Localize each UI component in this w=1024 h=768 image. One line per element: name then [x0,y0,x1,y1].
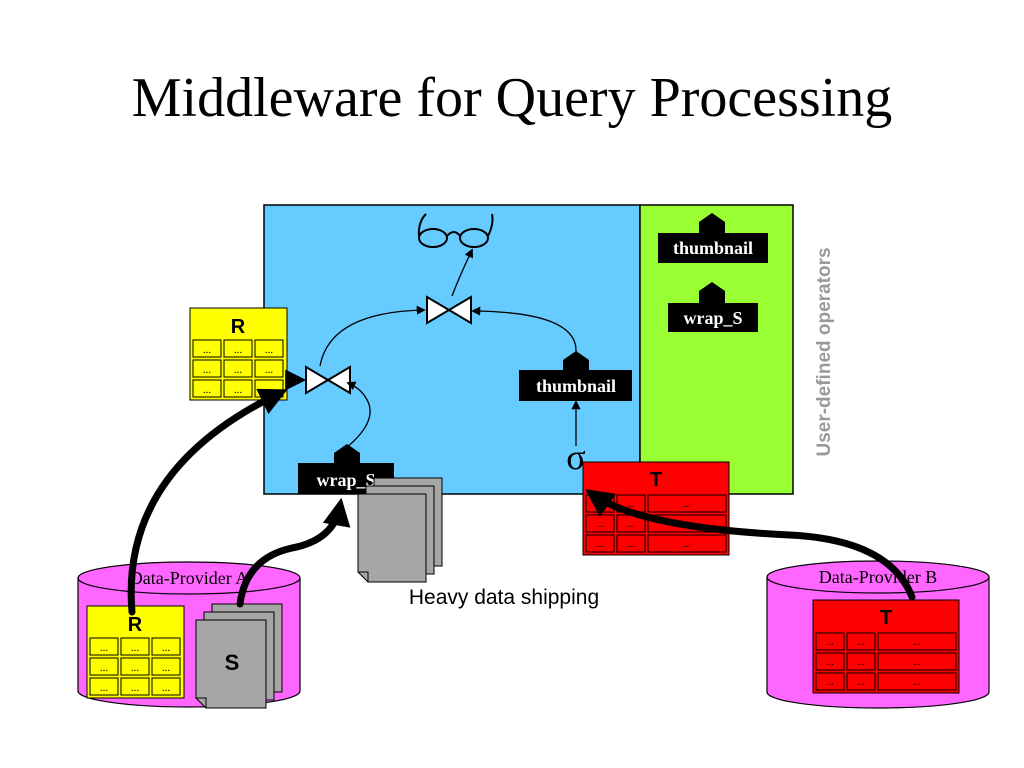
shipped-table-t: T ... ... ... ... ... ... ... ... ... [582,461,730,556]
join-top-icon [426,295,472,325]
svg-text:wrap_S: wrap_S [683,308,742,328]
svg-text:Data-Provider A: Data-Provider A [130,568,248,588]
svg-text:...: ... [826,677,834,688]
svg-text:...: ... [913,677,921,688]
edge-leftjoin-to-topjoin [319,305,426,367]
svg-text:...: ... [627,519,635,530]
edge-thumbnail-to-topjoin [471,306,577,353]
svg-text:...: ... [100,642,109,654]
svg-text:...: ... [627,499,635,510]
svg-text:Data-Provider B: Data-Provider B [819,567,937,587]
svg-text:R: R [128,614,143,636]
svg-text:thumbnail: thumbnail [536,376,616,396]
svg-text:...: ... [826,657,834,668]
svg-text:...: ... [100,682,109,694]
svg-text:...: ... [826,637,834,648]
svg-text:thumbnail: thumbnail [673,238,753,258]
svg-text:...: ... [131,662,140,674]
ship-arrow-r [127,388,288,616]
svg-text:...: ... [683,499,691,510]
glasses-icon [417,213,494,248]
svg-text:R: R [231,316,246,338]
edge-join-to-glasses [451,248,473,297]
provider-a-document-s: S [195,603,283,709]
ship-arrow-s [236,497,351,608]
udf-thumbnail-tag: thumbnail [658,213,768,263]
svg-text:...: ... [627,539,635,550]
svg-text:...: ... [234,344,243,356]
edge-wraps-to-leftjoin [345,381,371,449]
thumbnail-operator-tag: thumbnail [519,351,632,401]
svg-text:wrap_S: wrap_S [316,470,375,490]
provider-b-table-t: T ... ... ... ... ... ... ... ... ... [812,599,960,694]
shipped-table-r: R ... ... ... ... ... ... ... ... ... [189,307,288,401]
svg-text:...: ... [857,637,865,648]
svg-text:...: ... [203,344,212,356]
provider-a-table-r: R ... ... ... ... ... ... ... ... ... [86,605,185,699]
svg-text:...: ... [131,682,140,694]
svg-text:...: ... [203,364,212,376]
svg-text:...: ... [913,657,921,668]
svg-text:...: ... [913,637,921,648]
svg-text:T: T [650,469,662,491]
udf-wrap-s-tag: wrap_S [668,282,758,332]
shipped-document-stack [357,477,443,583]
heavy-shipping-label: Heavy data shipping [409,586,599,609]
svg-text:...: ... [100,662,109,674]
svg-text:...: ... [162,642,171,654]
svg-text:T: T [880,607,892,629]
svg-text:...: ... [596,519,604,530]
svg-text:...: ... [234,364,243,376]
svg-text:...: ... [203,384,212,396]
svg-text:...: ... [857,657,865,668]
svg-text:...: ... [234,384,243,396]
svg-text:...: ... [131,642,140,654]
selection-sigma: σ [566,437,585,477]
svg-text:...: ... [265,344,274,356]
ship-arrow-t [585,489,916,601]
slide-title: Middleware for Query Processing [131,67,893,129]
svg-text:...: ... [265,364,274,376]
svg-text:...: ... [162,682,171,694]
svg-text:...: ... [857,677,865,688]
middleware-box [263,204,641,495]
side-label: User-defined operators [814,247,835,456]
svg-text:...: ... [683,539,691,550]
svg-text:S: S [225,650,240,675]
svg-text:...: ... [162,662,171,674]
svg-text:...: ... [596,539,604,550]
